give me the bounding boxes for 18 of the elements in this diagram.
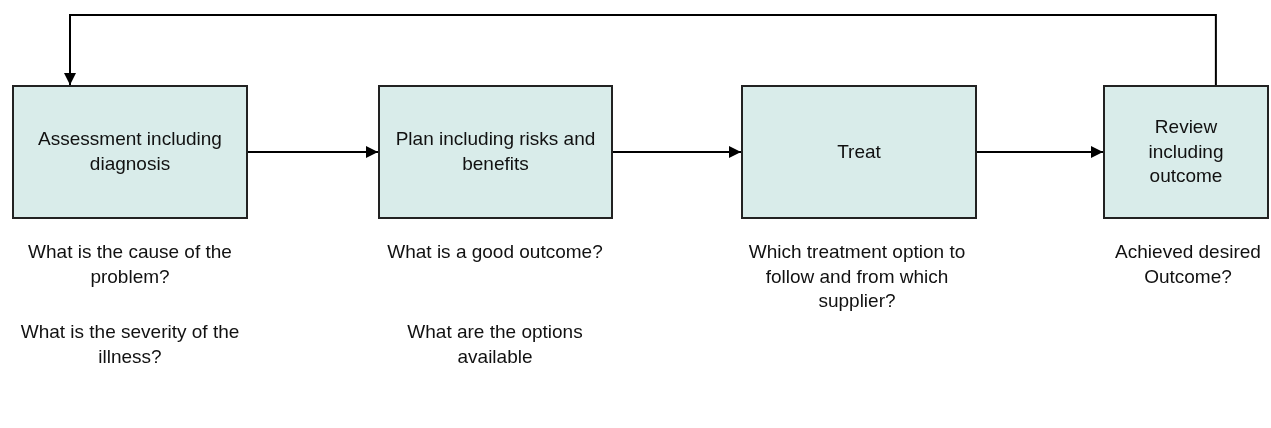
arrow (612, 146, 742, 158)
arrow (247, 146, 379, 158)
box-label: Plan including risks and benefits (394, 127, 597, 176)
arrow (976, 146, 1104, 158)
process-box (741, 85, 977, 219)
question-text: What is the severity of the illness? (19, 320, 241, 369)
question-text: What is a good outcome? (386, 240, 604, 264)
box-label: Review including outcome (1147, 114, 1225, 189)
box-label: Assessment including diagnosis (37, 127, 223, 176)
question-text: Achieved desired Outcome? (1114, 240, 1262, 289)
box-label: Treat (837, 139, 881, 164)
arrow (64, 14, 1217, 86)
process-box (378, 85, 613, 219)
process-box (1103, 85, 1269, 219)
question-text: What are the options available (406, 320, 584, 369)
process-box (12, 85, 248, 219)
question-text: Which treatment option to follow and from which supplier? (747, 240, 967, 314)
question-text: What is the cause of the problem? (27, 240, 233, 289)
